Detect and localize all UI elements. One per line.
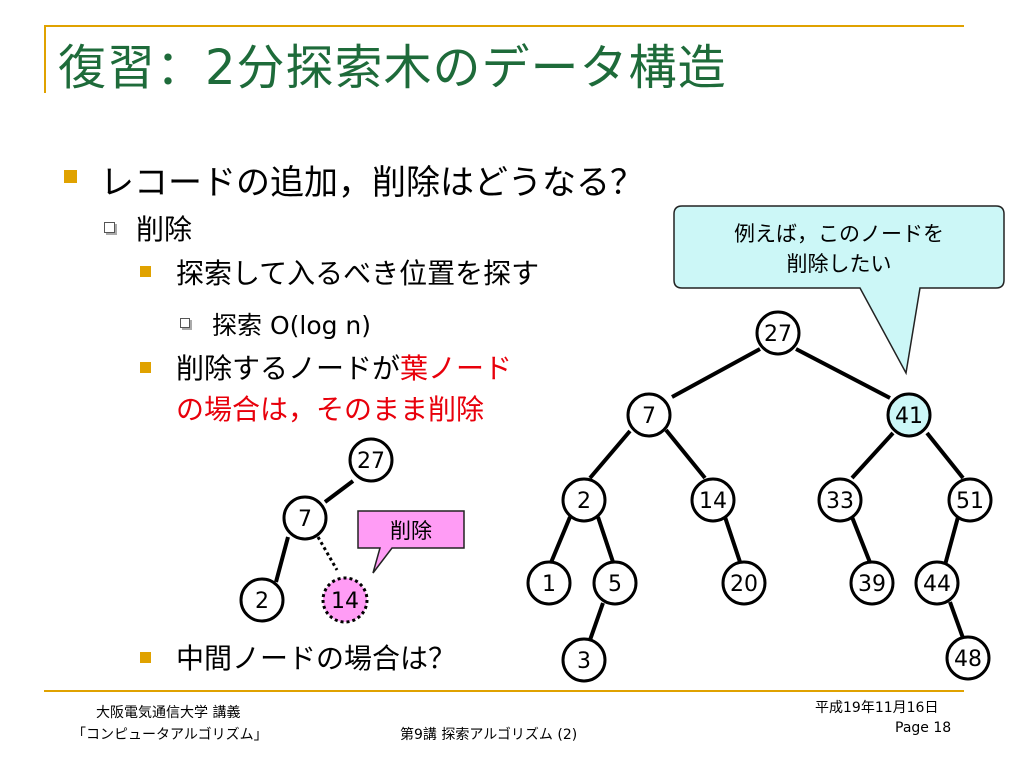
edge <box>664 428 707 480</box>
node-label: 7 <box>642 404 656 429</box>
callout-node-hint-line1: 例えば，このノードを <box>734 222 944 246</box>
bullet-level3-search: 探索して入るべき位置を探す <box>176 257 540 290</box>
edge <box>943 516 960 566</box>
node-label: 27 <box>764 322 792 347</box>
edge <box>925 431 965 480</box>
node-label: 41 <box>895 404 923 429</box>
tree-node-target: 41 <box>886 392 932 438</box>
edge <box>795 347 891 400</box>
edge <box>588 429 632 480</box>
small-edge <box>323 479 355 504</box>
tree-node: 3 <box>561 637 607 683</box>
footer-course: 「コンピュータアルゴリズム」 <box>72 727 268 743</box>
tree-node: 20 <box>721 560 767 606</box>
bullet-level3-internal: 中間ノードの場合は？ <box>176 642 457 675</box>
node-label: 20 <box>730 572 758 597</box>
node-label: 27 <box>357 449 385 474</box>
big-tree-nodes: 27 7 41 2 14 33 51 1 5 20 39 44 3 48 <box>526 310 993 683</box>
footer-lecture: 第9講 探索アルゴリズム (2) <box>400 727 578 743</box>
callout-delete <box>357 510 465 574</box>
small-edge-deleted <box>316 536 339 571</box>
callout-delete-label: 削除 <box>390 519 432 543</box>
bullet-level1: レコードの追加，削除はどうなる？ <box>100 163 644 203</box>
node-label: 2 <box>255 589 269 614</box>
bullet-level3-leaf: 削除するノードが葉ノード <box>176 347 512 387</box>
small-tree-nodes: 27 7 2 14 <box>239 437 394 624</box>
bullet-level4-complexity: 探索 O(log n) <box>212 311 372 340</box>
tree-node: 5 <box>592 560 638 606</box>
tree-node: 27 <box>755 310 801 356</box>
tree-node: 1 <box>526 560 572 606</box>
edge <box>948 601 965 639</box>
bullet-square-icon <box>140 362 151 373</box>
small-node: 27 <box>348 437 394 483</box>
node-label: 7 <box>298 507 312 532</box>
bullet-level3-leaf-cont: の場合は，そのまま削除 <box>176 393 485 426</box>
bullet-hollow-square-icon <box>180 318 190 328</box>
node-label: 1 <box>542 572 556 597</box>
bullet-hollow-square-icon <box>104 222 115 233</box>
node-label: 2 <box>577 489 591 514</box>
tree-node: 44 <box>914 560 960 606</box>
edge <box>723 516 743 566</box>
edge <box>596 516 616 566</box>
node-label: 3 <box>577 649 591 674</box>
tree-node: 39 <box>849 560 895 606</box>
callout-node-hint <box>673 205 1005 376</box>
small-edge <box>274 536 290 583</box>
bullet-level2: 削除 <box>136 213 193 246</box>
footer-page-number: Page 18 <box>895 720 952 736</box>
bullet-leaf-red: 葉ノード <box>400 352 513 385</box>
node-label: 14 <box>699 489 727 514</box>
small-tree-edges <box>274 479 355 583</box>
edge <box>850 516 873 566</box>
slide-title: 復習：2分探索木のデータ構造 <box>58 40 727 96</box>
node-label: 51 <box>956 489 984 514</box>
bullet-square-icon <box>140 652 151 663</box>
node-label: 44 <box>923 572 951 597</box>
edge <box>850 431 895 480</box>
footer-date: 平成19年11月16日 <box>815 700 939 716</box>
edge <box>548 516 572 566</box>
node-label: 14 <box>331 589 359 614</box>
bullet-leaf-text: 削除するノードが <box>176 352 401 385</box>
small-node-deleted: 14 <box>321 576 369 624</box>
title-rule-left <box>44 25 46 93</box>
tree-node: 48 <box>945 635 991 681</box>
tree-node: 2 <box>561 477 607 523</box>
footer-rule <box>44 690 964 692</box>
small-node: 7 <box>282 495 328 541</box>
tree-node: 14 <box>690 477 736 523</box>
node-label: 5 <box>608 572 622 597</box>
small-node: 2 <box>239 577 285 623</box>
node-label: 39 <box>858 572 886 597</box>
footer-university: 大阪電気通信大学 講義 <box>96 705 241 721</box>
tree-node: 7 <box>626 392 672 438</box>
tree-node: 51 <box>947 477 993 523</box>
tree-node: 33 <box>817 477 863 523</box>
big-tree-edges <box>548 347 965 641</box>
node-label: 33 <box>826 489 854 514</box>
edge <box>671 347 761 399</box>
node-label: 48 <box>954 647 982 672</box>
title-rule-top <box>44 25 964 27</box>
callout-node-hint-line2: 削除したい <box>787 252 892 276</box>
edge <box>588 602 605 641</box>
bullet-square-icon <box>140 266 151 277</box>
bullet-square-icon <box>64 170 77 183</box>
